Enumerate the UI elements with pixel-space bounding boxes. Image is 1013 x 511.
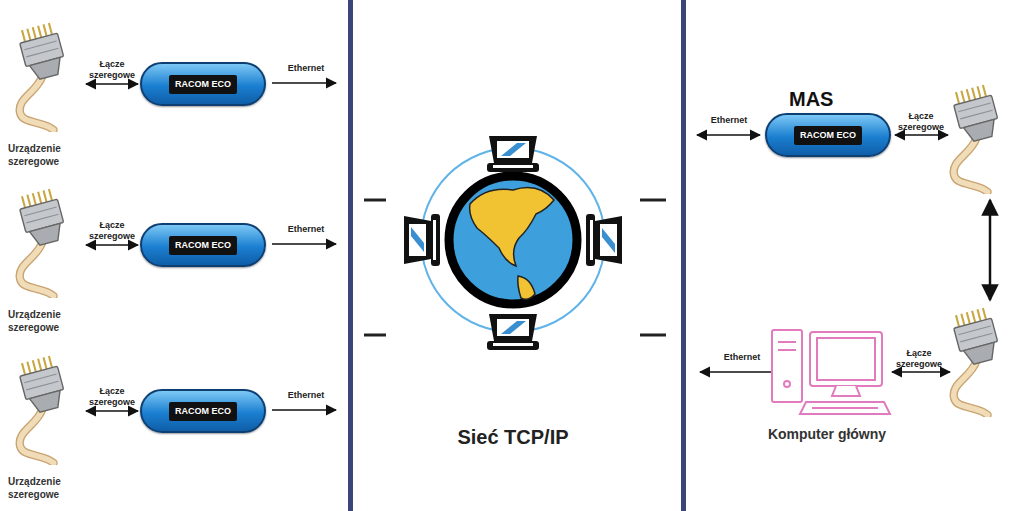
network-label: Sieć TCP/IP [378, 426, 648, 449]
link-label: Łącze szeregowe [891, 348, 947, 370]
device-label: Urządzenie szeregowe [4, 142, 84, 168]
port-label: Ethernet [276, 224, 336, 235]
port-label: Ethernet [712, 352, 772, 363]
host-computer: Komputer główny [752, 322, 902, 452]
link-label: Łącze szeregowe [86, 59, 138, 81]
converter-box: RACOM ECO [140, 389, 266, 433]
serial-link [86, 244, 138, 246]
serial-device: Urządzenie szeregowe [4, 12, 84, 172]
serial-device-icon [951, 306, 1002, 414]
divider-bar [681, 0, 686, 511]
computer-icon [752, 322, 902, 422]
converter-box: RACOM ECO [140, 62, 266, 106]
serial-link [86, 410, 138, 412]
link-arrows [272, 83, 990, 410]
serial-device: Urządzenie szeregowe [4, 178, 84, 338]
device-name: RACOM ECO [169, 75, 237, 94]
port-label: Ethernet [276, 390, 336, 401]
serial-device-icon [951, 83, 1002, 191]
link-label: Łącze szeregowe [86, 386, 138, 408]
network-cloud: Sieć TCP/IP [378, 130, 648, 460]
master-station-box: MASRACOM ECO [765, 113, 891, 157]
serial-device: Urządzenie szeregowe [4, 345, 84, 505]
divider-bar [348, 0, 353, 511]
device-name: RACOM ECO [169, 236, 237, 255]
device-name: RACOM ECO [794, 126, 862, 145]
device-label: Urządzenie szeregowe [4, 308, 84, 334]
serial-device-icon [9, 353, 74, 465]
station-heading: MAS [789, 88, 833, 111]
converter-box: RACOM ECO [140, 223, 266, 267]
device-label: Urządzenie szeregowe [4, 475, 84, 501]
computer-label: Komputer główny [752, 426, 902, 442]
link-label: Łącze szeregowe [893, 111, 949, 133]
serial-device-icon [9, 20, 74, 132]
port-label: Ethernet [276, 63, 336, 74]
link-label: Łącze szeregowe [86, 220, 138, 242]
serial-link [86, 83, 138, 85]
device-name: RACOM ECO [169, 402, 237, 421]
port-label: Ethernet [699, 115, 759, 126]
globe-network [378, 130, 648, 460]
serial-device-icon [9, 186, 74, 298]
